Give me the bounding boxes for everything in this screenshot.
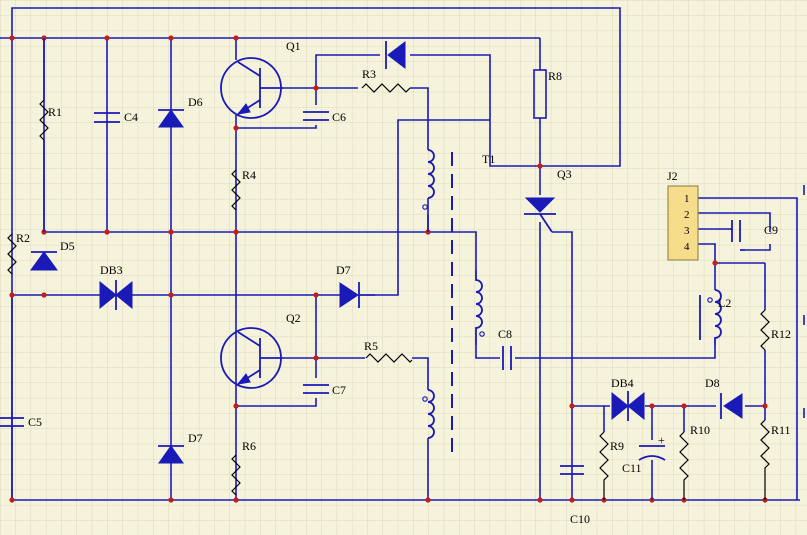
label-R6: R6 <box>242 439 256 453</box>
capacitor-C10 <box>560 465 584 475</box>
capacitor-C7 <box>303 384 329 394</box>
inductor-L2 <box>699 289 722 345</box>
j2-pin-2: 2 <box>684 209 690 221</box>
resistor-R9 <box>599 431 609 500</box>
label-C7: C7 <box>332 383 346 397</box>
label-R4: R4 <box>242 168 256 182</box>
label-R2: R2 <box>16 231 30 245</box>
label-T1: T1 <box>482 152 495 166</box>
resistor-R3 <box>361 83 411 93</box>
label-C5: C5 <box>28 415 42 429</box>
resistor-R5 <box>365 353 413 363</box>
j2-pin-1: 1 <box>684 193 690 205</box>
label-Q3: Q3 <box>557 167 572 181</box>
label-C6: C6 <box>332 110 346 124</box>
label-C11-plus: + <box>658 433 665 447</box>
label-R11: R11 <box>771 423 791 437</box>
label-D5: D5 <box>60 239 75 253</box>
label-C8: C8 <box>498 327 512 341</box>
label-R1: R1 <box>48 105 62 119</box>
label-DB4: DB4 <box>611 376 634 390</box>
label-R9: R9 <box>610 439 624 453</box>
capacitor-C6 <box>303 111 329 121</box>
label-Q1: Q1 <box>286 39 301 53</box>
capacitor-C8 <box>502 346 512 370</box>
capacitor-C5 <box>0 417 24 427</box>
diode-D8 <box>720 393 743 419</box>
transistor-Q1 <box>220 57 283 119</box>
label-C4: C4 <box>124 110 138 124</box>
transformer-T1 <box>422 149 485 455</box>
labels: Q1 Q2 Q3 R1 R2 R3 R4 R5 R6 R8 R9 R10 R11… <box>16 39 791 526</box>
label-R3: R3 <box>362 67 376 81</box>
j2-pin-3: 3 <box>684 225 690 237</box>
resistor-R4 <box>231 169 241 211</box>
j2-pin-4: 4 <box>684 241 690 253</box>
resistor-R6 <box>231 454 241 496</box>
diac-DB4 <box>611 391 645 421</box>
label-J2: J2 <box>667 169 678 183</box>
resistor-R11 <box>760 419 770 500</box>
label-D7-lower: D7 <box>188 431 203 445</box>
label-D8: D8 <box>705 376 720 390</box>
label-C11: C11 <box>622 461 642 475</box>
diode-D7-lower <box>158 445 184 464</box>
label-D6: D6 <box>188 95 203 109</box>
label-C9: C9 <box>764 223 778 237</box>
resistor-R10 <box>679 431 689 500</box>
diac-DB3 <box>99 280 133 310</box>
label-Q2: Q2 <box>286 311 301 325</box>
capacitor-C11 <box>638 445 666 500</box>
label-R8: R8 <box>548 69 562 83</box>
label-DB3: DB3 <box>100 263 123 277</box>
capacitor-C4 <box>94 112 120 123</box>
transistor-Q2 <box>220 327 283 389</box>
label-C10: C10 <box>570 512 590 526</box>
diode-D7-upper <box>339 282 375 308</box>
diode-top <box>385 40 406 70</box>
resistor-R12 <box>760 309 770 351</box>
resistor-R8 <box>533 69 547 119</box>
resistor-R1 <box>39 38 49 232</box>
connector-J2: 1 2 3 4 <box>667 185 699 261</box>
label-D7-upper: D7 <box>336 263 351 277</box>
diode-D6 <box>158 109 184 128</box>
label-R5: R5 <box>364 339 378 353</box>
resistor-R2 <box>7 233 17 275</box>
capacitor-C9 <box>730 220 745 251</box>
label-R12: R12 <box>771 327 791 341</box>
diode-D5 <box>30 251 58 271</box>
label-R10: R10 <box>690 423 710 437</box>
thyristor-Q3 <box>524 197 556 233</box>
label-L2: L2 <box>718 296 731 310</box>
